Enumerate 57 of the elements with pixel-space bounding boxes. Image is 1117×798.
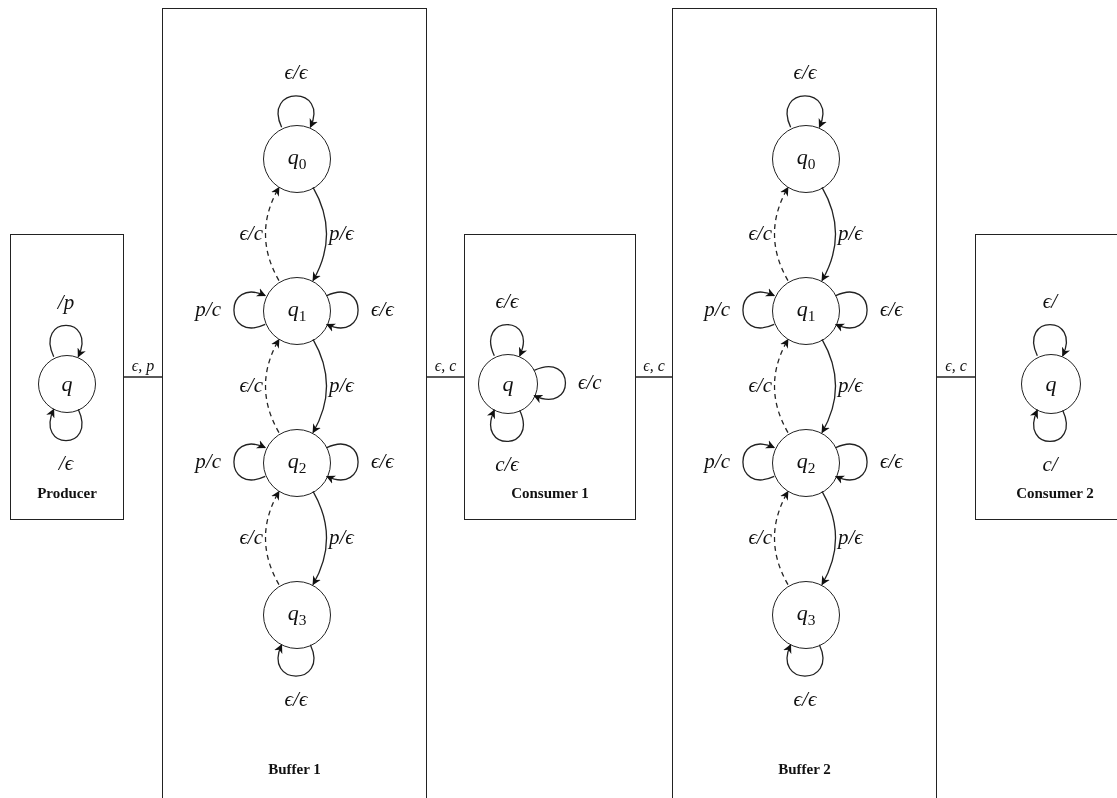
state-circle	[772, 429, 840, 497]
state-name: q$_{3}$	[796, 602, 816, 628]
self-loop-arrow	[834, 443, 868, 484]
self-loop-arrow	[233, 440, 267, 481]
transition-arrow	[821, 490, 837, 586]
state-name: q$_{2}$	[287, 450, 307, 476]
transition-arrow	[264, 490, 280, 586]
state-circle	[263, 429, 331, 497]
transition-arrow	[264, 338, 280, 434]
transition-arrow	[312, 186, 328, 282]
self-loop-arrow	[490, 323, 527, 357]
self-loop-arrow	[1030, 409, 1067, 443]
state-name: q	[1045, 373, 1057, 395]
connector-line	[635, 376, 673, 378]
self-loop-arrow	[277, 95, 318, 129]
component-name: Producer	[36, 484, 98, 502]
self-loop-arrow	[533, 366, 567, 403]
transition-arrow	[821, 338, 837, 434]
self-loop-arrow	[1033, 323, 1070, 357]
self-loop-arrow	[233, 288, 267, 329]
state-name: q$_{0}$	[796, 146, 816, 172]
state-circle	[1021, 354, 1081, 414]
state-circle	[478, 354, 538, 414]
self-loop-arrow	[786, 95, 827, 129]
component-name: Consumer 1	[510, 484, 590, 502]
state-name: q$_{3}$	[287, 602, 307, 628]
state-name: q$_{1}$	[796, 298, 816, 324]
transition-arrow	[773, 186, 789, 282]
self-loop-arrow	[783, 643, 824, 677]
component-name: Consumer 2	[1015, 484, 1095, 502]
component-name: Buffer 2	[777, 760, 832, 778]
connector-line	[426, 376, 465, 378]
self-loop-arrow	[742, 288, 776, 329]
self-loop-arrow	[834, 291, 868, 332]
transition-arrow	[821, 186, 837, 282]
self-loop-arrow	[742, 440, 776, 481]
component-name: Buffer 1	[267, 760, 322, 778]
state-name: q$_{1}$	[287, 298, 307, 324]
state-circle	[772, 277, 840, 345]
self-loop-arrow	[325, 443, 359, 484]
transition-arrow	[773, 490, 789, 586]
transition-arrow	[773, 338, 789, 434]
state-circle	[263, 277, 331, 345]
connector-line	[936, 376, 976, 378]
state-name: q	[61, 373, 73, 395]
state-name: q$_{0}$	[287, 146, 307, 172]
self-loop-arrow	[487, 409, 524, 443]
connector-line	[123, 376, 163, 378]
transition-arrow	[312, 338, 328, 434]
self-loop-arrow	[46, 408, 83, 442]
transition-arrow	[264, 186, 280, 282]
state-name: q$_{2}$	[796, 450, 816, 476]
self-loop-arrow	[325, 291, 359, 332]
self-loop-arrow	[274, 643, 315, 677]
self-loop-arrow	[49, 324, 86, 358]
state-name: q	[502, 373, 514, 395]
transition-arrow	[312, 490, 328, 586]
